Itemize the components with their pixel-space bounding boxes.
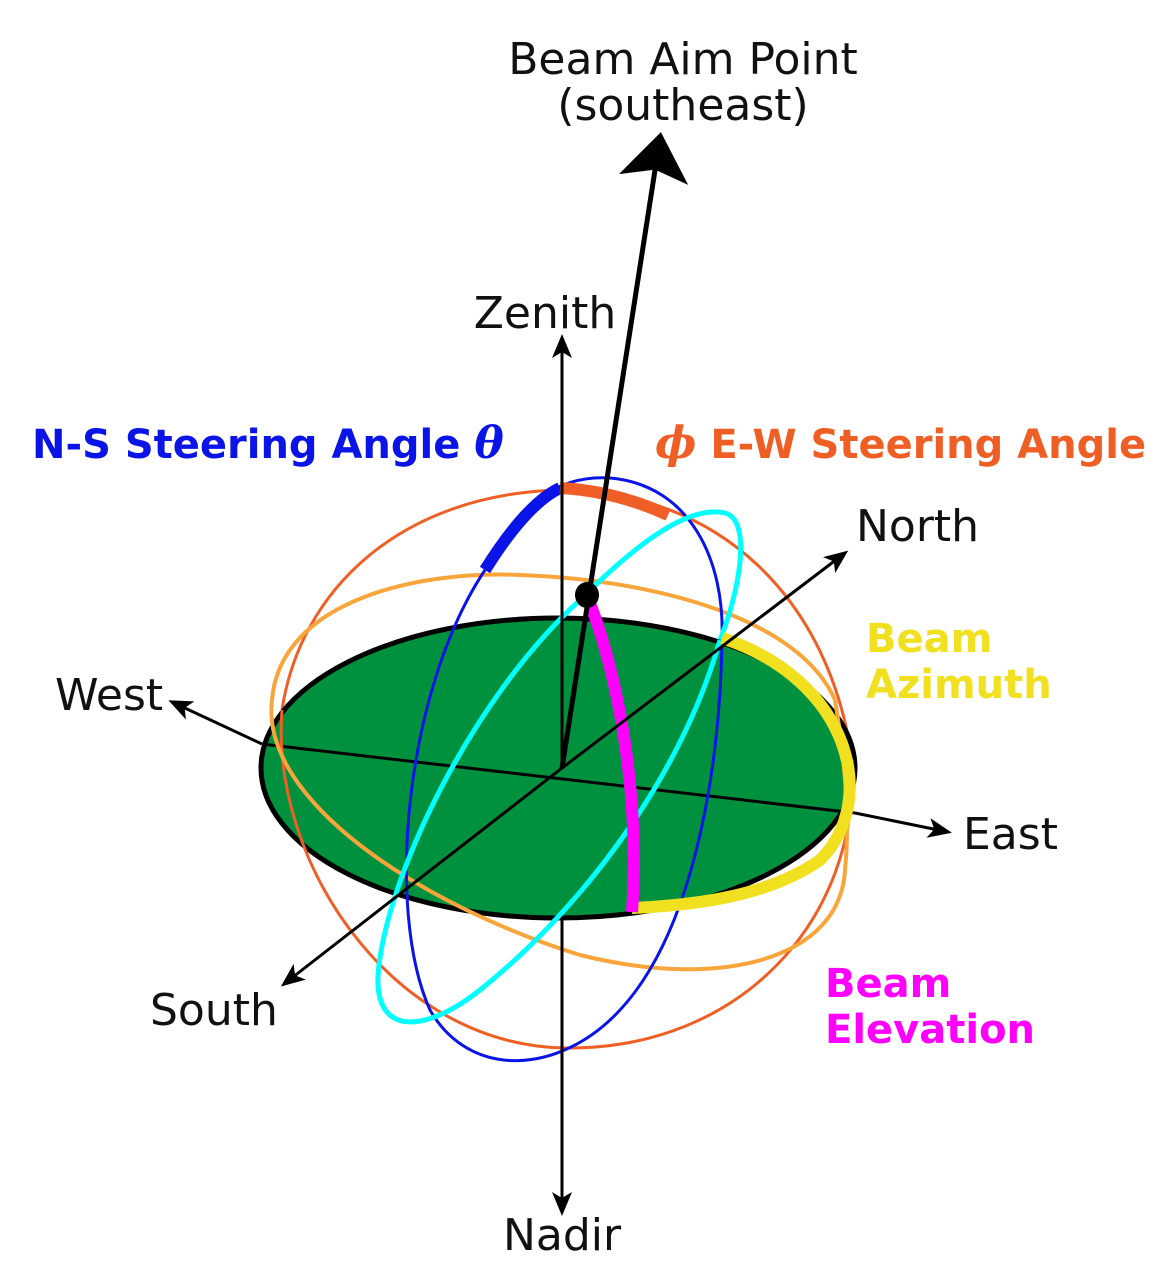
nadir-label: Nadir xyxy=(503,1210,622,1261)
beam-aim-arrow xyxy=(559,132,689,769)
west-east-axis-line xyxy=(261,742,856,815)
ns-great-circle-front xyxy=(404,569,724,1063)
south-axis xyxy=(280,766,563,987)
ew-great-circle-front xyxy=(279,709,854,1050)
ew-steering-angle-label: ϕ E-W Steering Angle xyxy=(655,418,1146,469)
beam-elevation-label-line2: Elevation xyxy=(825,1007,1035,1053)
beam-aim-point-label: Beam Aim Point xyxy=(508,34,858,85)
south-label: South xyxy=(150,985,278,1036)
theta-symbol: θ xyxy=(474,418,504,469)
horizontal-ring-back xyxy=(270,572,837,701)
beam-point-dot xyxy=(575,582,599,608)
phi-symbol: ϕ xyxy=(655,418,696,469)
beam-aim-point-sublabel: (southeast) xyxy=(557,80,808,131)
ns-steering-arc xyxy=(479,482,563,574)
zenith-label: Zenith xyxy=(474,288,616,339)
beam-elevation-arc xyxy=(582,595,640,913)
ew-steering-text: E-W Steering Angle xyxy=(696,422,1146,468)
ew-steering-arc xyxy=(559,482,671,521)
beam-elevation-label-line1: Beam xyxy=(825,961,951,1007)
north-axis xyxy=(561,550,849,770)
ns-steering-angle-label: N-S Steering Angle θ xyxy=(32,418,504,469)
west-axis xyxy=(168,700,263,746)
west-label: West xyxy=(55,670,163,721)
beam-azimuth-arc xyxy=(631,632,856,914)
tilted-ring-back xyxy=(578,509,744,641)
beam-azimuth-label-line1: Beam xyxy=(866,616,992,662)
north-label: North xyxy=(856,501,979,552)
ns-steering-text: N-S Steering Angle xyxy=(32,422,474,468)
east-axis xyxy=(854,811,952,838)
beam-azimuth-label-line2: Azimuth xyxy=(866,662,1052,708)
east-label: East xyxy=(963,809,1058,860)
